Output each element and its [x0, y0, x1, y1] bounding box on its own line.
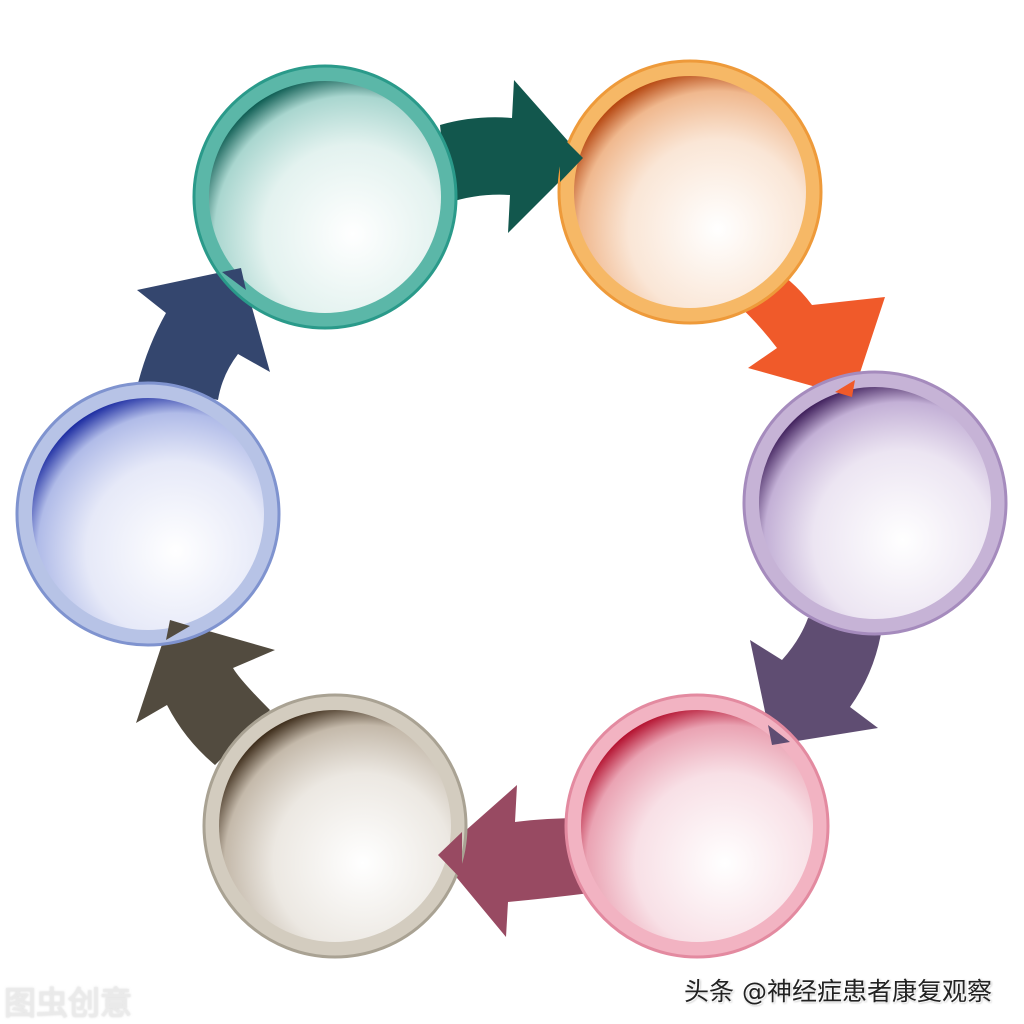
node-orange	[557, 59, 823, 325]
arrow-gray-to-blue	[136, 620, 275, 765]
node-purple	[742, 370, 1008, 636]
arrow-tip-pink-to-gray	[438, 832, 462, 880]
node-blue	[15, 381, 281, 647]
node-gray	[202, 693, 468, 959]
arrow-tip-orange-to-purple	[835, 380, 855, 397]
node-teal	[192, 64, 458, 330]
node-pink	[564, 693, 830, 959]
arrow-teal-to-orange	[440, 80, 583, 233]
arrow-tip-teal-to-orange	[560, 135, 583, 182]
arrow-tip-gray-to-blue	[166, 620, 190, 640]
arrow-pink-to-gray	[438, 785, 590, 937]
watermark-tuchong: 图虫创意	[4, 984, 133, 1022]
arrow-tip-purple-to-pink	[768, 725, 790, 745]
arrow-tip-blue-to-teal	[222, 268, 246, 290]
arrow-blue-to-teal	[137, 268, 270, 400]
arrow-purple-to-pink	[750, 618, 882, 745]
watermark-toutiao: 头条 @神经症患者康复观察	[684, 977, 992, 1006]
